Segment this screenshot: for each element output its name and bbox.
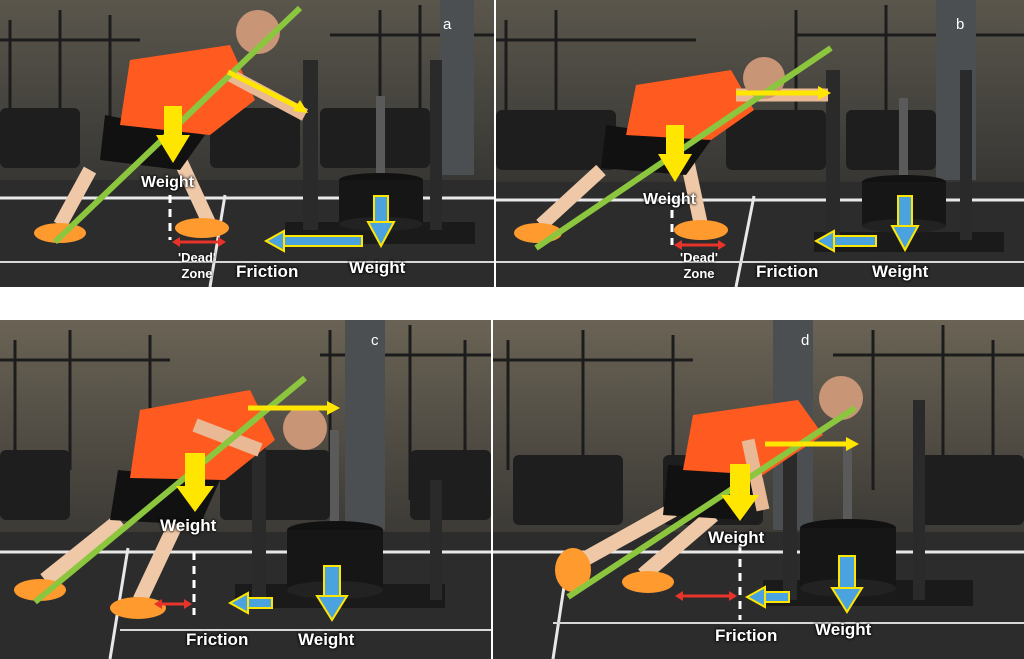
friction-arrow-d <box>762 591 790 603</box>
lower-weight-label-c: Weight <box>298 630 355 649</box>
push-arrow-a <box>226 69 302 111</box>
gym-background-d <box>493 325 1024 500</box>
upper-weight-label-b: Weight <box>643 191 697 208</box>
weight-arrow-a <box>164 106 182 136</box>
upper-weight-label-c: Weight <box>160 516 217 535</box>
athlete-a <box>34 10 309 243</box>
scene-b <box>496 0 1024 287</box>
body-angle-line-c <box>33 375 307 605</box>
dead-zone-word-a: 'Dead' <box>178 250 216 265</box>
weight-arrow-b <box>666 125 684 155</box>
panel-letter-c: c <box>371 332 379 349</box>
lower-weight-label-d: Weight <box>815 620 872 639</box>
sled-weight-arrow-d <box>838 555 856 589</box>
weight-arrow-c <box>185 453 205 487</box>
friction-arrow-b <box>831 235 877 247</box>
dead-zone-word2-a: Zone <box>181 266 213 281</box>
panel-letter-a: a <box>443 16 452 33</box>
panel-letter-d: d <box>801 332 810 349</box>
scene-a <box>0 0 494 287</box>
gym-background-a <box>0 5 494 150</box>
upper-weight-label-a: Weight <box>141 174 195 191</box>
scene-c <box>0 320 491 659</box>
weight-arrow-d <box>730 464 750 496</box>
friction-label-d: Friction <box>715 626 778 645</box>
dead-zone-word-b: 'Dead' <box>680 250 718 265</box>
sled-weight-arrow-c <box>323 565 341 597</box>
dead-zone-label-a: 'Dead' Zone <box>172 250 222 282</box>
friction-label-a: Friction <box>236 262 299 281</box>
upper-weight-label-d: Weight <box>708 528 765 547</box>
sled-weight-arrow-b <box>897 195 913 227</box>
photo-panel-a: a Weight 'Dead' Zone Friction Weight <box>0 0 494 287</box>
lower-weight-label-b: Weight <box>872 262 929 281</box>
sled-weight-arrow-a <box>373 195 389 223</box>
lower-weight-label-a: Weight <box>349 258 406 277</box>
friction-arrow-c <box>245 597 273 609</box>
dead-zone-word2-b: Zone <box>683 266 715 281</box>
friction-label-b: Friction <box>756 262 819 281</box>
panel-letter-b: b <box>956 16 965 33</box>
photo-panel-c: c Weight Friction Weight <box>0 320 491 659</box>
dead-zone-label-b: 'Dead' Zone <box>674 250 724 282</box>
athlete-d <box>555 376 863 593</box>
scene-d <box>493 320 1024 659</box>
friction-label-c: Friction <box>186 630 249 649</box>
photo-panel-d: d Weight Friction Weight <box>493 320 1024 659</box>
friction-arrow-a <box>281 235 363 247</box>
photo-panel-b: b Weight 'Dead' Zone Friction Weight <box>496 0 1024 287</box>
body-angle-line-d <box>566 405 857 600</box>
